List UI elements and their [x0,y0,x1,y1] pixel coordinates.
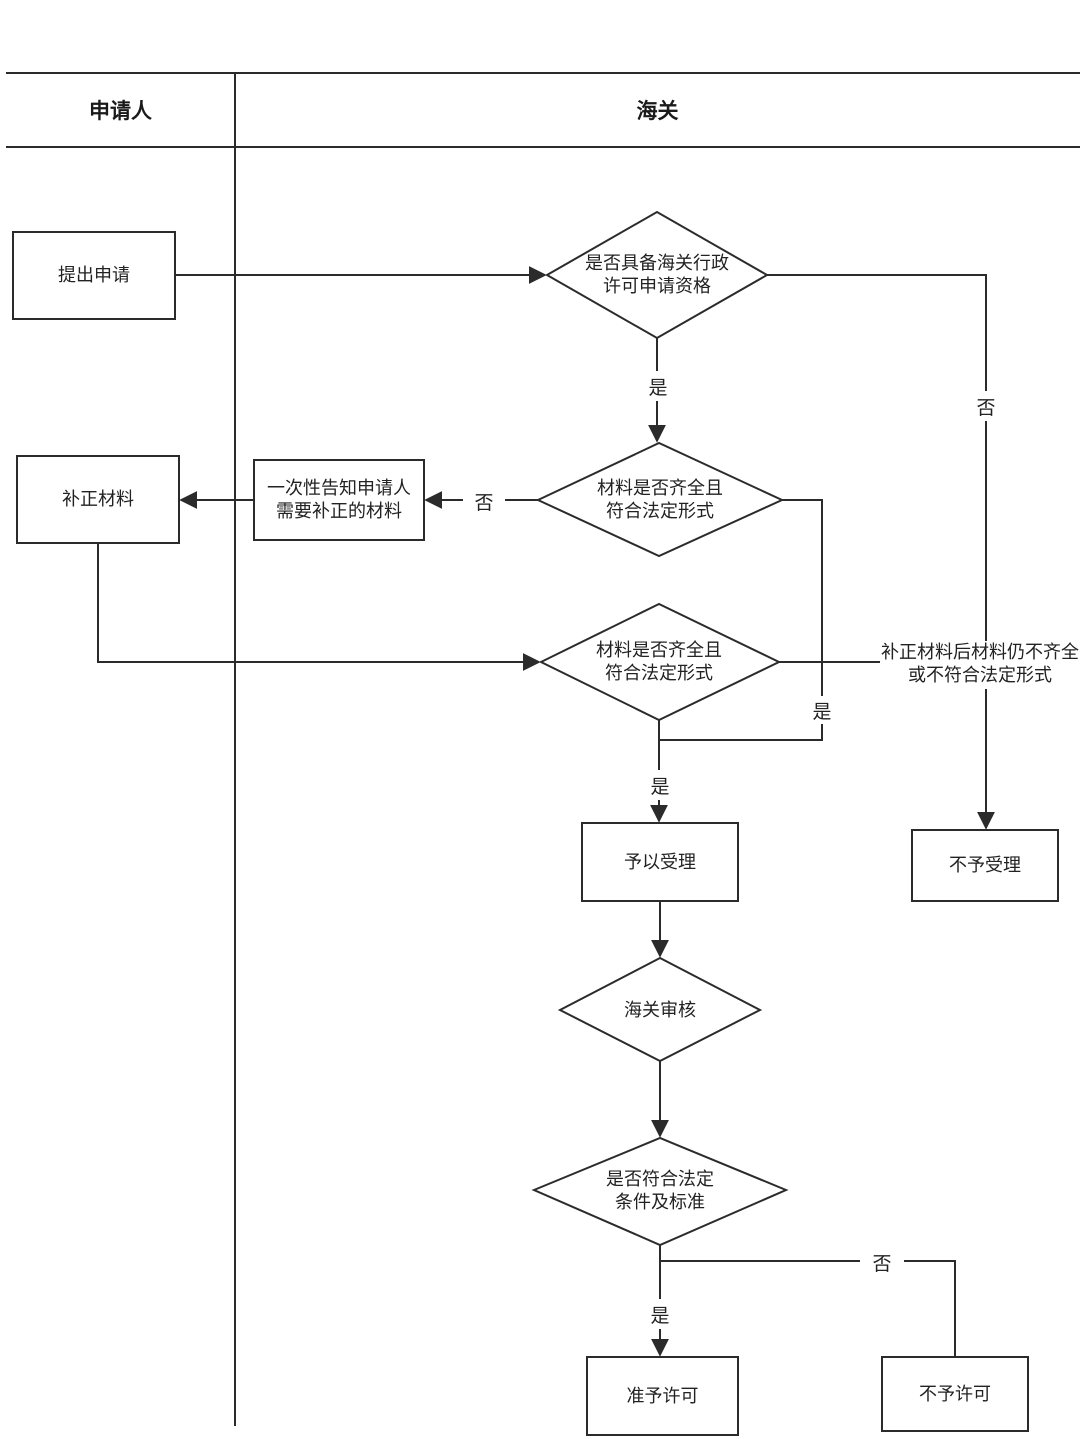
label-conditions-no: 否 [860,1247,904,1277]
node-reject-accept: 不予受理 [949,855,1021,876]
node-check-materials: 材料是否齐全且 符合法定形式 [597,478,723,522]
edge-materials-yes [659,499,823,741]
label-qualification-no: 否 [972,391,1000,421]
edge-qualification-no [767,274,995,830]
node-recheck-materials: 材料是否齐全且 符合法定形式 [596,640,722,684]
conditions-diamond [531,1136,789,1247]
edge-conditions-no [660,1260,956,1357]
node-deny: 不予许可 [919,1383,991,1405]
node-submit: 提出申请 [58,265,130,286]
lane-header-applicant: 申请人 [89,99,152,123]
node-review: 海关审核 [624,999,696,1021]
grant-box [586,1356,739,1436]
edge-supplement-to-recheck [97,543,541,671]
label-recheck-fail: 补正材料后材料仍不齐全 或不符合法定形式 [880,641,1080,689]
label-qualification-yes: 是 [644,371,672,401]
label-materials-yes: 是 [808,696,836,724]
node-check-conditions: 是否符合法定 条件及标准 [606,1169,714,1213]
node-supplement: 补正材料 [62,489,134,510]
node-grant: 准予许可 [626,1385,699,1407]
label-materials-no: 否 [463,486,505,516]
reject-accept-box [911,829,1059,902]
review-diamond [557,956,763,1063]
label-conditions-yes: 是 [646,1299,674,1329]
node-accept: 予以受理 [624,851,696,873]
node-notify-once: 一次性告知申请人 需要补正的材料 [267,478,411,522]
lane-header-customs: 海关 [636,99,679,123]
label-recheck-yes: 是 [646,770,674,800]
node-check-qualification: 是否具备海关行政 许可申请资格 [585,253,729,297]
